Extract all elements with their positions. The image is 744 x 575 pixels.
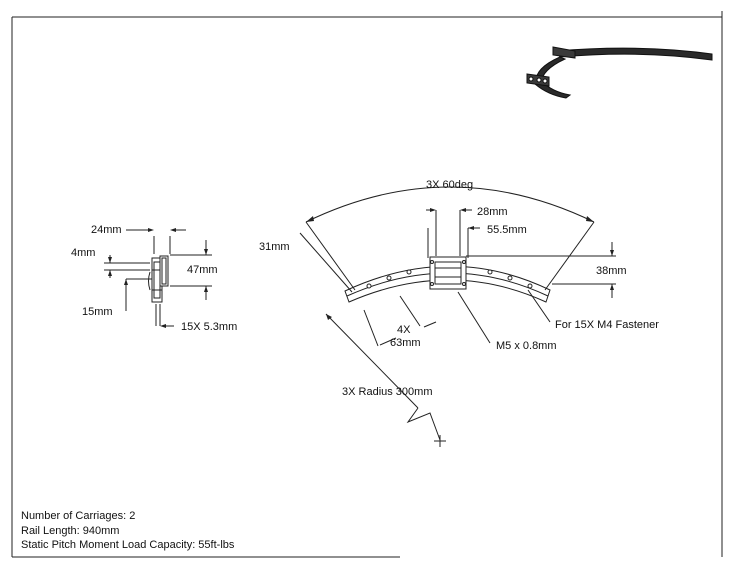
rail-hole (507, 275, 513, 281)
rail-hole (487, 269, 493, 275)
dim-angle-3x-60deg: 3X 60deg (426, 179, 473, 191)
dim-63mm: 63mm (390, 337, 421, 349)
note-moment-capacity: Static Pitch Moment Load Capacity: 55ft-… (21, 539, 235, 551)
note-fastener: For 15X M4 Fastener (555, 319, 659, 331)
rail-hole (406, 269, 412, 275)
rail-hole (527, 283, 533, 289)
dim-24mm: 24mm (91, 224, 122, 236)
note-carriages: Number of Carriages: 2 (21, 510, 136, 522)
rail-hole (386, 275, 392, 281)
dim-28mm: 28mm (477, 206, 508, 218)
carriage-hole (462, 282, 466, 286)
dim-31mm: 31mm (259, 241, 290, 253)
dim-4x: 4X (397, 324, 411, 336)
side-view (104, 229, 212, 327)
note-thread: M5 x 0.8mm (496, 340, 557, 352)
dim-38mm: 38mm (596, 265, 627, 277)
carriage-hole (462, 260, 466, 264)
carriage-hole (430, 282, 434, 286)
dim-15mm: 15mm (82, 306, 113, 318)
spec-notes: Number of Carriages: 2 Rail Length: 940m… (21, 509, 234, 553)
sheet-border (11, 11, 723, 558)
top-view (299, 186, 616, 441)
top-view-arrowheads (306, 208, 614, 320)
rail-hole (366, 283, 372, 289)
carriage-hole (430, 260, 434, 264)
dim-15x-slots: 15X 5.3mm (181, 321, 237, 333)
rail-mounting-holes (366, 260, 533, 289)
dim-55-5mm: 55.5mm (487, 224, 527, 236)
side-view-arrowheads (108, 228, 208, 328)
isometric-rail-preview (526, 46, 713, 99)
dim-radius: 3X Radius 300mm (342, 386, 433, 398)
dim-4mm: 4mm (71, 247, 95, 259)
center-mark (434, 435, 446, 447)
dim-47mm: 47mm (187, 264, 218, 276)
note-rail-length: Rail Length: 940mm (21, 524, 120, 537)
